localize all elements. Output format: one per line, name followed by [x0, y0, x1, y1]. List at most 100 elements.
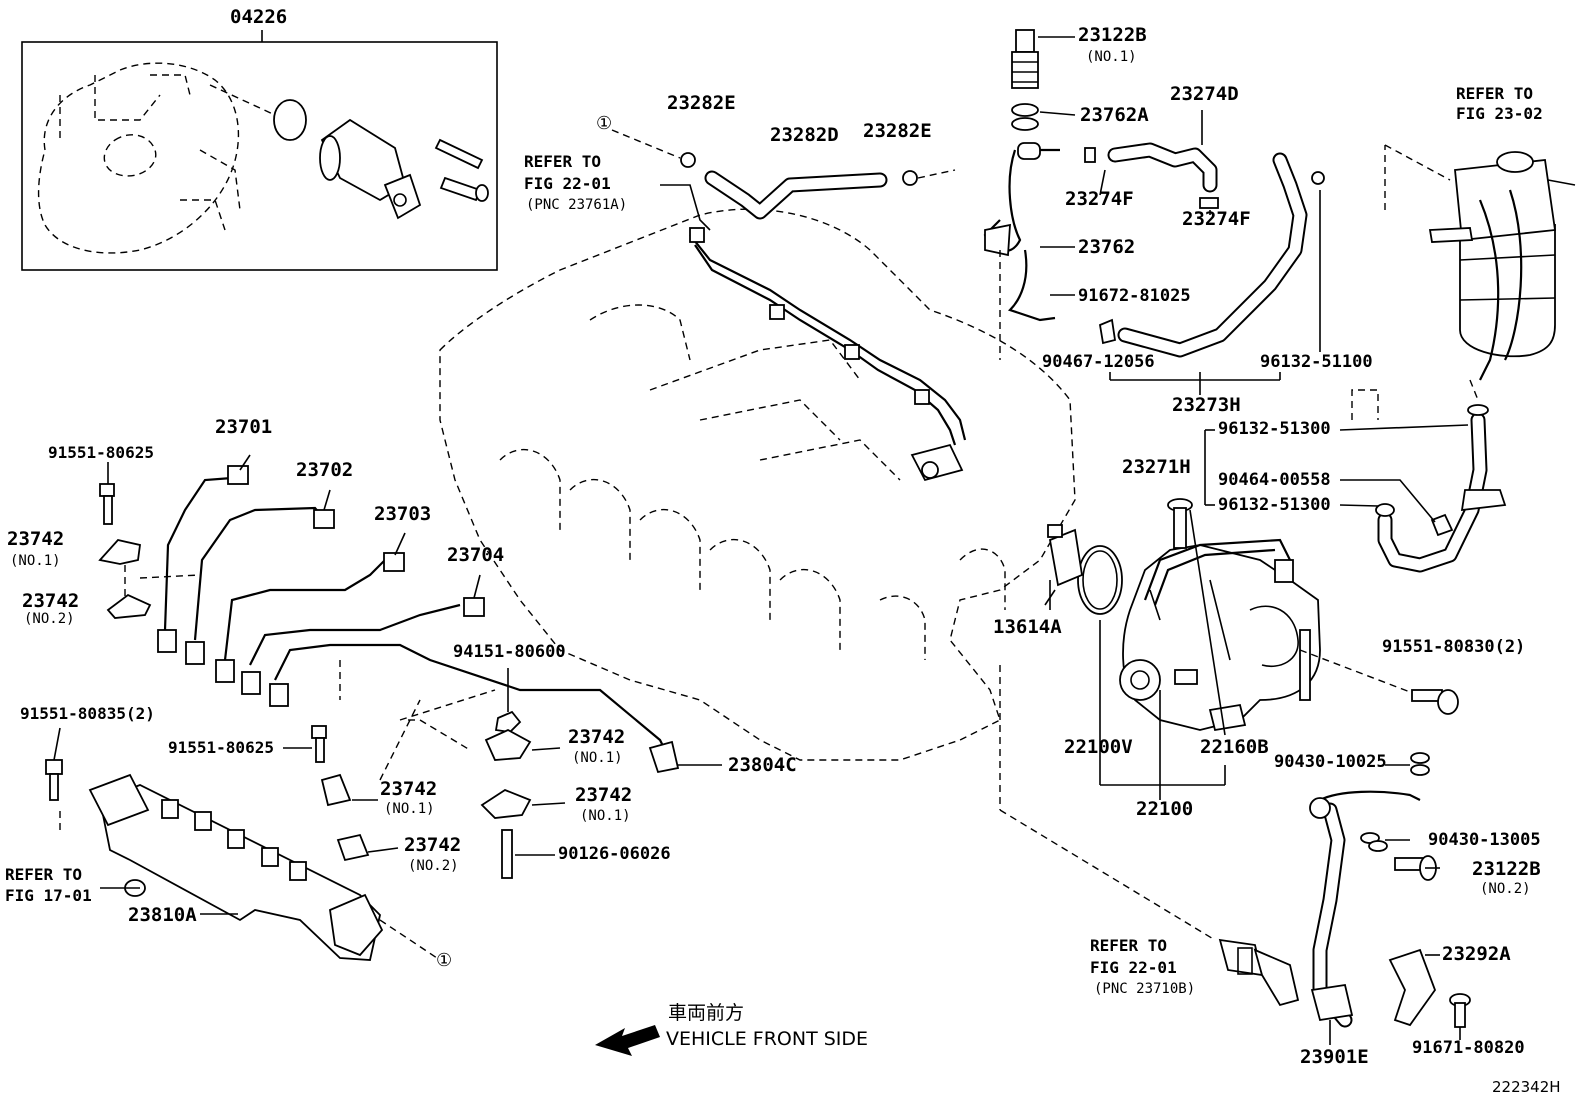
- label-23282D: 23282D: [770, 124, 839, 146]
- label-90430-10025: 90430-10025: [1274, 752, 1387, 772]
- label-23122B-no1: 23122B: [1078, 24, 1147, 46]
- label-23742-no1-c-sub: (NO.1): [572, 750, 623, 766]
- label-23704: 23704: [447, 544, 505, 566]
- bolt-91551-80625-a: [99, 483, 115, 525]
- label-23271H: 23271H: [1122, 456, 1191, 478]
- label-91551-80625-a: 91551-80625: [48, 443, 154, 462]
- label-23292A: 23292A: [1442, 943, 1511, 965]
- bracket-23292A: [1388, 948, 1437, 1027]
- label-23762: 23762: [1078, 236, 1136, 258]
- label-23804C: 23804C: [728, 754, 797, 776]
- label-23742-no2-b: 23742: [404, 834, 462, 856]
- label-90430-13005: 90430-13005: [1428, 830, 1541, 850]
- coupling-13614A: [1048, 528, 1083, 587]
- washer-90430-13005: [1360, 832, 1388, 852]
- marker-circle-1-a: ①: [596, 113, 613, 134]
- fuel-filter-assembly: [1428, 151, 1576, 381]
- clamp-23742-no2-b: [336, 833, 370, 862]
- hose-23274D: [1084, 142, 1219, 209]
- ref-fig22-01-a-line3: (PNC 23761A): [526, 197, 628, 213]
- washers-90430-10025: [1410, 752, 1430, 776]
- label-23122B-no2: 23122B: [1472, 858, 1541, 880]
- label-23901E: 23901E: [1300, 1046, 1369, 1068]
- label-23282E-b: 23282E: [863, 120, 932, 142]
- label-04226: 04226: [230, 6, 288, 28]
- ref-fig23-02-line1: REFER TO: [1456, 84, 1534, 103]
- supply-pump-22100: [1119, 538, 1321, 732]
- ref-fig22-01-b-line1: REFER TO: [1090, 936, 1168, 955]
- hose-23273H: [1098, 152, 1325, 358]
- leak-off-pipe: [689, 227, 967, 482]
- bolt-91671-80820: [1449, 993, 1471, 1028]
- nut-94151-80600: [494, 710, 522, 733]
- label-23762A: 23762A: [1080, 104, 1149, 126]
- label-23742-no1-b-sub: (NO.1): [384, 801, 435, 817]
- label-91671-80820: 91671-80820: [1412, 1038, 1525, 1058]
- kit-04226-box: [21, 30, 498, 271]
- label-23282E-a: 23282E: [667, 92, 736, 114]
- label-23742-no1-d-sub: (NO.1): [580, 808, 631, 824]
- direction-label-jp: 車両前方: [668, 1002, 745, 1024]
- label-94151-80600: 94151-80600: [453, 642, 566, 662]
- bolt-91551-80835: [45, 759, 63, 801]
- ref-fig17-01-line1: REFER TO: [5, 865, 83, 884]
- label-23742-no2-b-sub: (NO.2): [408, 858, 459, 874]
- clamp-23742-no1-d: [480, 788, 532, 819]
- label-22100V: 22100V: [1064, 736, 1133, 758]
- label-23742-no1-d: 23742: [575, 784, 633, 806]
- label-23742-no2-a: 23742: [22, 590, 80, 612]
- label-23742-no2-a-sub: (NO.2): [24, 611, 75, 627]
- label-91551-80830: 91551-80830(2): [1382, 637, 1526, 657]
- label-90464-00558: 90464-00558: [1218, 470, 1331, 490]
- label-23742-no1-c: 23742: [568, 726, 626, 748]
- ref-fig22-01-a-line1: REFER TO: [524, 152, 602, 171]
- oring-22100V: [1077, 545, 1123, 615]
- label-91551-80835: 91551-80835(2): [20, 704, 155, 723]
- hose-23282D: [704, 170, 888, 220]
- bolt-91551-80625-b: [311, 725, 327, 763]
- label-23742-no1-a: 23742: [7, 528, 65, 550]
- label-23701: 23701: [215, 416, 273, 438]
- ref-fig23-02-line2: FIG 23-02: [1456, 104, 1543, 123]
- clamp-23742-no2-a: [106, 593, 152, 619]
- figure-code: 222342H: [1492, 1078, 1561, 1096]
- label-91551-80625-b: 91551-80625: [168, 738, 274, 757]
- label-23274D: 23274D: [1170, 83, 1239, 105]
- direction-label-en: VEHICLE FRONT SIDE: [666, 1028, 869, 1050]
- clamp-23742-no1-a: [98, 539, 142, 565]
- label-13614A: 13614A: [993, 616, 1062, 638]
- label-23702: 23702: [296, 459, 354, 481]
- front-direction-arrow: [595, 1025, 660, 1056]
- label-96132-51100: 96132-51100: [1260, 352, 1373, 372]
- bolt-22160B: [1167, 498, 1193, 549]
- pressure-sensor: [1218, 938, 1300, 1007]
- bolt-91551-80830: [1411, 689, 1459, 715]
- marker-circle-1-b: ①: [436, 950, 453, 971]
- injection-pipes: [157, 465, 680, 774]
- label-96132-51300-b: 96132-51300: [1218, 495, 1331, 515]
- ref-fig17-01-line2: FIG 17-01: [5, 886, 92, 905]
- label-23810A: 23810A: [128, 904, 197, 926]
- stud-90126-06026: [501, 829, 513, 879]
- label-23742-no1-b: 23742: [380, 778, 438, 800]
- label-23742-no1-a-sub: (NO.1): [10, 553, 61, 569]
- label-90126-06026: 90126-06026: [558, 844, 671, 864]
- clamp-23742-no1-c: [484, 728, 532, 761]
- label-22100: 22100: [1136, 798, 1194, 820]
- engine-block-outline: [439, 208, 1076, 761]
- label-23122B-no2-sub: (NO.2): [1480, 881, 1531, 897]
- label-23273H: 23273H: [1172, 394, 1241, 416]
- hose-23271H: [1375, 404, 1507, 573]
- ref-fig22-01-a-line2: FIG 22-01: [524, 174, 611, 193]
- label-23274F-a: 23274F: [1065, 188, 1134, 210]
- ref-fig22-01-b-line3: (PNC 23710B): [1094, 981, 1196, 997]
- clamp-23742-no1-b: [320, 773, 352, 807]
- label-23274F-b: 23274F: [1182, 208, 1251, 230]
- label-90467-12056: 90467-12056: [1042, 352, 1155, 372]
- label-23122B-no1-sub: (NO.1): [1086, 49, 1137, 65]
- ref-fig22-01-b-line2: FIG 22-01: [1090, 958, 1177, 977]
- fitting-23122B-no1: [1011, 29, 1039, 131]
- pipe-23901E: [1309, 790, 1421, 1028]
